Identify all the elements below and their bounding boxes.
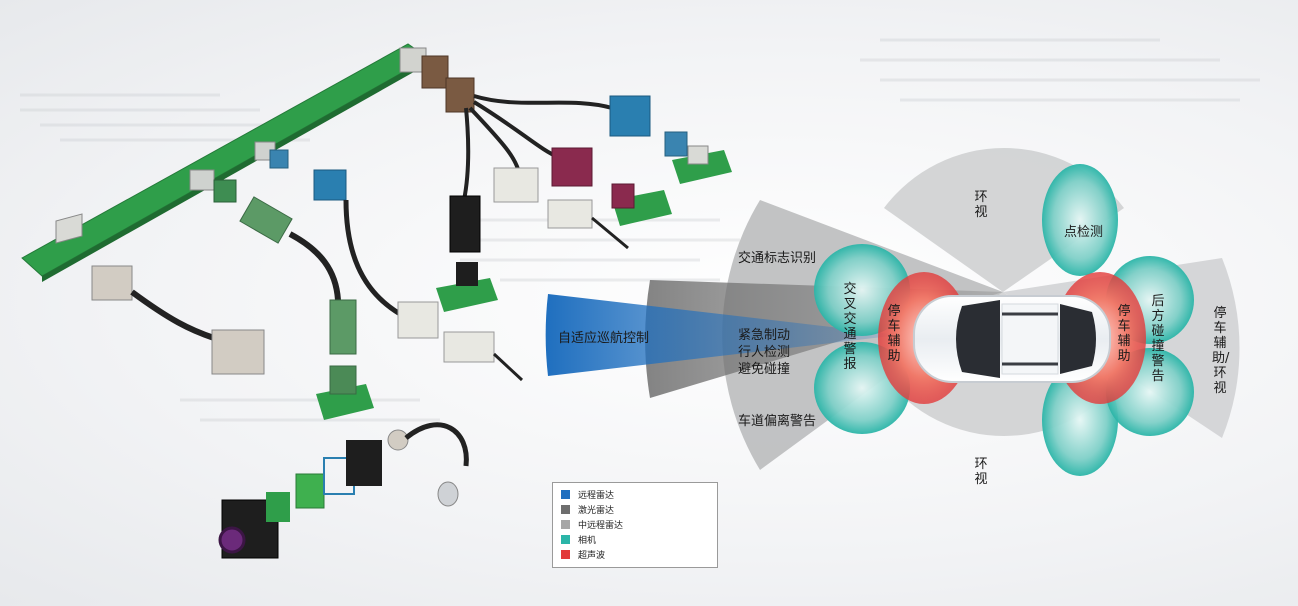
label-collision-avoidance: 避免碰撞 (738, 362, 791, 377)
legend-item-camera: 相机 (561, 532, 596, 546)
long-range-radar-zone (545, 294, 900, 376)
label-cross-traffic-alert: 交叉交通警报 (843, 282, 857, 372)
legend-swatch (561, 534, 570, 544)
sensor-coverage (545, 148, 1240, 476)
connector-harness-illustration (21, 43, 732, 559)
legend-swatch (561, 504, 570, 514)
legend-label: 相机 (578, 535, 597, 546)
legend-item-ultrasonic: 超声波 (561, 547, 605, 561)
label-surround-view-bottom: 环视 (974, 457, 988, 487)
label-rear-parking-surround: 停车辅助/环视 (1212, 306, 1230, 396)
legend-item-lidar: 激光雷达 (561, 502, 614, 516)
label-emergency-braking: 紧急制动 (738, 328, 791, 343)
legend-label: 激光雷达 (578, 505, 615, 516)
legend-item-long-range-radar: 远程雷达 (561, 487, 614, 501)
legend-swatch (561, 549, 570, 559)
car-top-view (913, 295, 1111, 383)
label-rear-collision-warning: 后方碰撞警告 (1151, 294, 1165, 384)
legend-swatch (561, 519, 570, 529)
legend: 远程雷达 激光雷达 中远程雷达 相机 超声波 (552, 482, 718, 568)
legend-label: 远程雷达 (578, 490, 615, 501)
label-rear-parking-assist: 停车辅助 (1117, 304, 1131, 364)
legend-label: 超声波 (578, 550, 606, 561)
label-pedestrian-detection: 行人检测 (738, 345, 791, 360)
legend-item-mid-range-radar: 中远程雷达 (561, 517, 623, 531)
world-map-background (20, 38, 1260, 422)
legend-swatch (561, 489, 570, 499)
label-front-parking-assist: 停车辅助 (887, 304, 901, 364)
label-lane-departure-warning: 车道偏离警告 (738, 414, 817, 429)
label-traffic-sign-recognition: 交通标志识别 (738, 251, 817, 266)
camera-zone-side-top (1042, 164, 1118, 276)
legend-label: 中远程雷达 (578, 520, 624, 531)
label-surround-view-top: 环视 (974, 190, 988, 220)
label-adaptive-cruise-control: 自适应巡航控制 (558, 331, 650, 346)
label-blind-spot-detection: 点检测 (1064, 225, 1104, 240)
